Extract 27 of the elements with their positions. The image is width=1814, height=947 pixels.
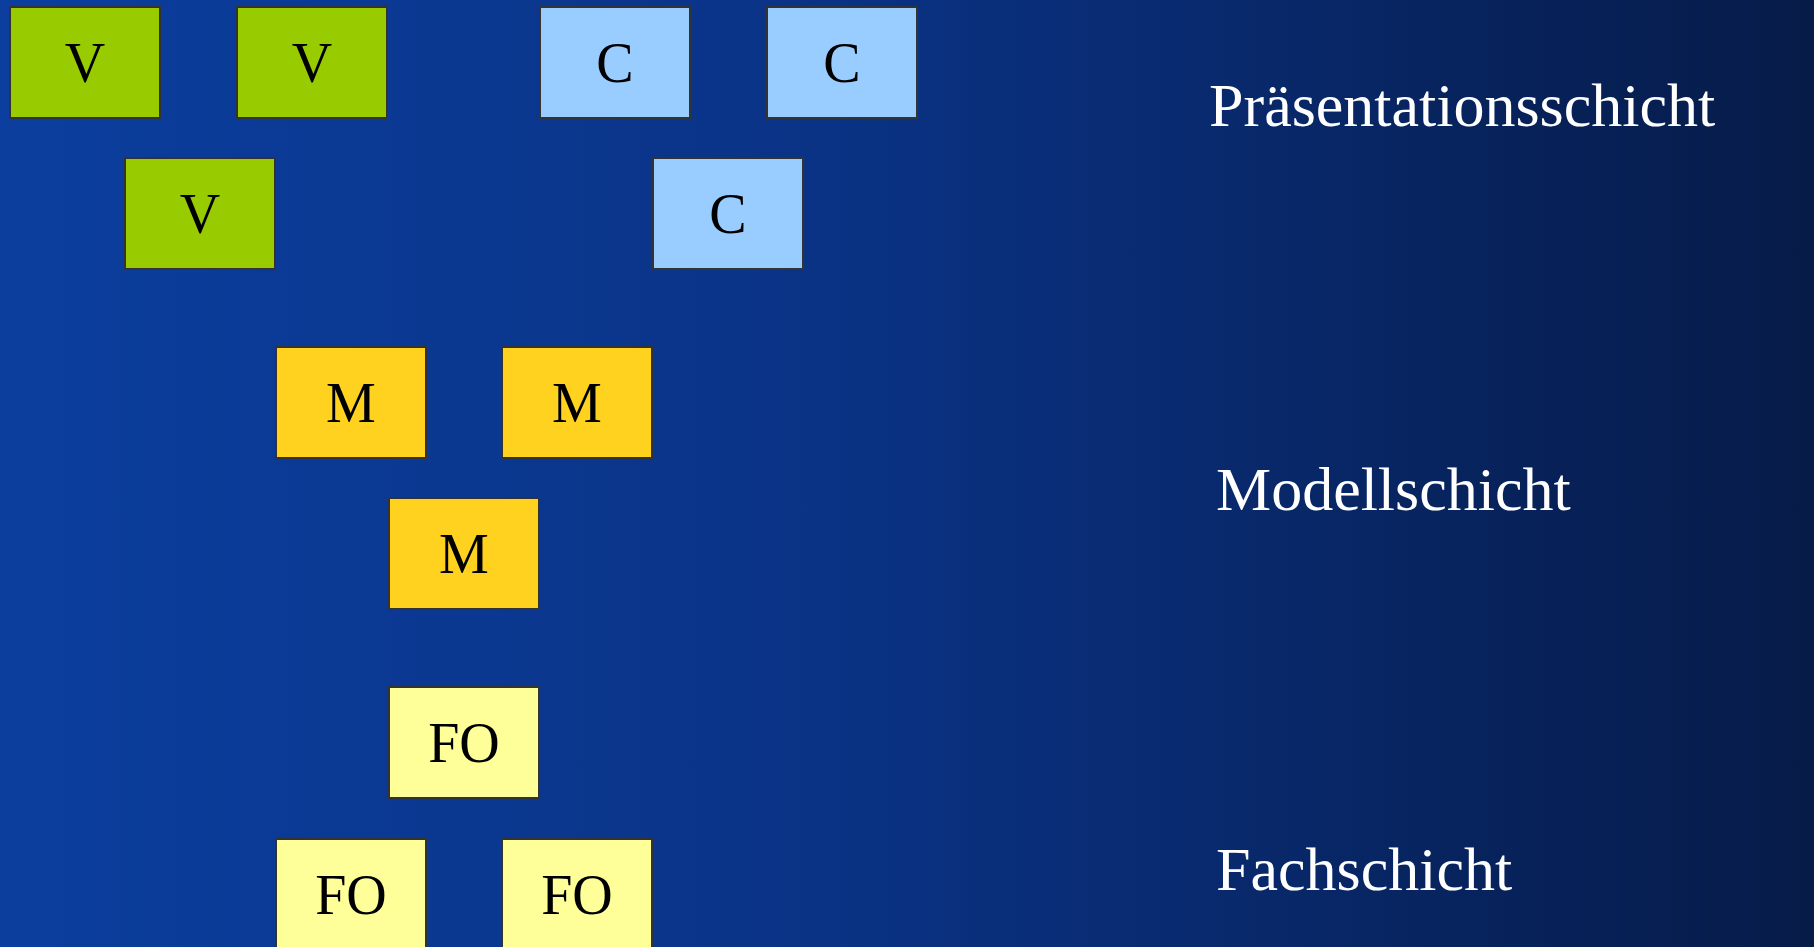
box-label: C [823, 34, 861, 91]
box-label: M [326, 374, 376, 431]
box-label: FO [315, 866, 387, 923]
box-label: FO [541, 866, 613, 923]
box-label: M [552, 374, 602, 431]
layer-box [388, 497, 540, 610]
layer-box [501, 346, 653, 459]
layer-box [9, 6, 161, 119]
layer-box [501, 838, 653, 947]
box-label: V [179, 185, 221, 242]
layer-name: Modellschicht [1216, 458, 1571, 520]
layer-box [275, 346, 427, 459]
layer-box [236, 6, 388, 119]
box-label: C [709, 185, 747, 242]
layer-name: Präsentationsschicht [1209, 74, 1716, 136]
layer-box [275, 838, 427, 947]
layer-box [652, 157, 804, 270]
box-label: FO [428, 714, 500, 771]
box-label: M [439, 525, 489, 582]
box-label: V [64, 34, 106, 91]
box-label: V [291, 34, 333, 91]
layer-box [539, 6, 691, 119]
box-label: C [596, 34, 634, 91]
layer-box [766, 6, 918, 119]
layer-name: Fachschicht [1216, 838, 1513, 900]
layer-box [388, 686, 540, 799]
layer-box [124, 157, 276, 270]
